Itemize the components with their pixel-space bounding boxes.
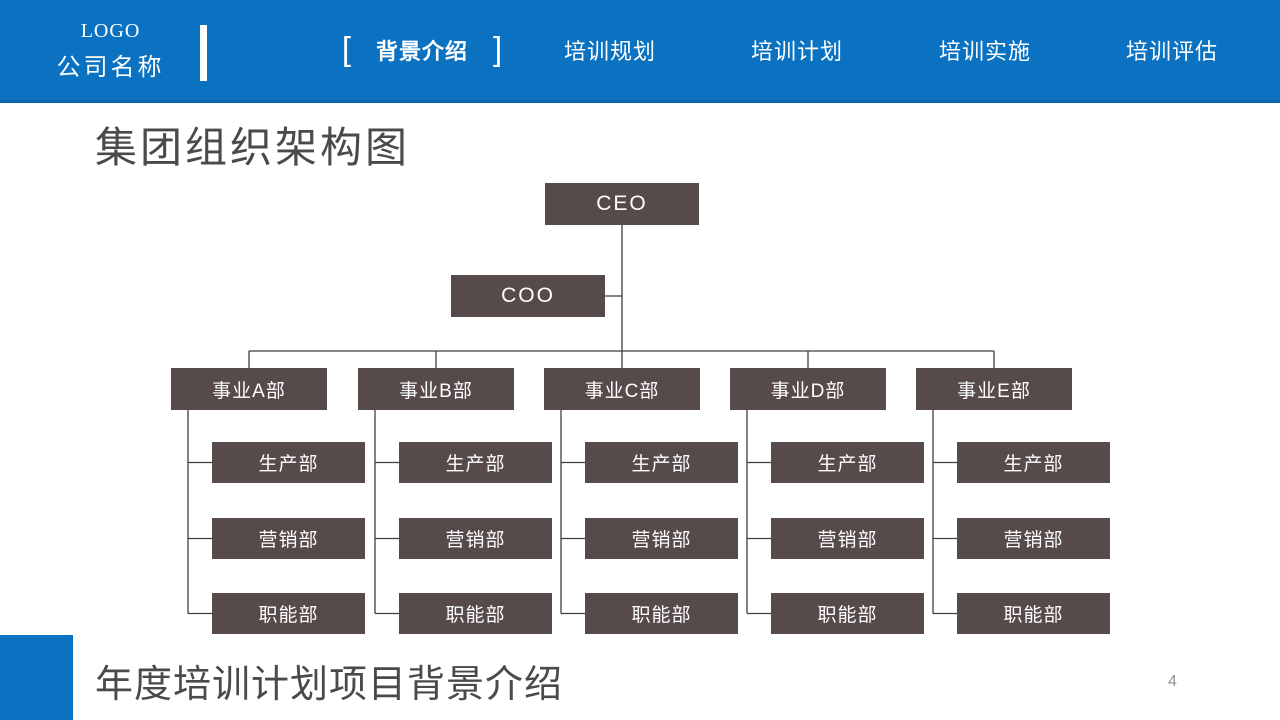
nav-item-1[interactable]: [ 背景介绍]: [342, 0, 502, 100]
org-box-sub-2-1: 生产部: [399, 442, 552, 483]
footer-section-title: 年度培训计划项目背景介绍: [95, 664, 564, 706]
org-box-sub-1-1: 生产部: [212, 442, 365, 483]
org-box-sub-5-2: 营销部: [957, 518, 1110, 559]
nav: [ 背景介绍] 培训规划 培训计划 培训实施 培训评估: [0, 0, 1280, 100]
nav-item-5[interactable]: 培训评估: [1126, 0, 1218, 100]
org-box-sub-5-1: 生产部: [957, 442, 1110, 483]
brand-block: LOGO 公司名称: [38, 20, 183, 82]
nav-item-label: 培训实施: [938, 39, 1032, 64]
org-box-division-4: 事业D部: [730, 368, 886, 410]
org-box-division-5: 事业E部: [916, 368, 1072, 410]
org-box-sub-1-2: 营销部: [212, 518, 365, 559]
org-box-division-2: 事业B部: [358, 368, 514, 410]
nav-item-label: 培训规划: [563, 39, 657, 64]
logo-text: LOGO: [80, 20, 141, 42]
org-box-sub-2-2: 营销部: [399, 518, 552, 559]
footer-accent-square: [0, 635, 73, 720]
nav-item-4[interactable]: 培训实施: [939, 0, 1031, 100]
company-name: 公司名称: [56, 54, 165, 81]
org-box-sub-3-1: 生产部: [585, 442, 738, 483]
org-box-sub-1-3: 职能部: [212, 593, 365, 634]
nav-item-label: 培训计划: [750, 39, 844, 64]
org-box-ceo: CEO: [545, 183, 699, 225]
org-box-sub-4-1: 生产部: [771, 442, 924, 483]
nav-item-label: 培训评估: [1125, 39, 1219, 64]
bracket-right-icon: ]: [493, 29, 503, 67]
page-number: 4: [1168, 673, 1177, 690]
org-box-sub-3-2: 营销部: [585, 518, 738, 559]
org-box-sub-4-3: 职能部: [771, 593, 924, 634]
top-nav-bar: LOGO 公司名称 [ 背景介绍] 培训规划 培训计划 培训实施 培训评估: [0, 0, 1280, 103]
org-box-division-3: 事业C部: [544, 368, 700, 410]
org-box-division-1: 事业A部: [171, 368, 327, 410]
nav-item-3[interactable]: 培训计划: [751, 0, 843, 100]
org-box-sub-2-3: 职能部: [399, 593, 552, 634]
bracket-left-icon: [: [341, 29, 351, 67]
org-box-sub-5-3: 职能部: [957, 593, 1110, 634]
org-box-sub-4-2: 营销部: [771, 518, 924, 559]
header-divider: [200, 25, 207, 81]
nav-item-2[interactable]: 培训规划: [564, 0, 656, 100]
org-box-sub-3-3: 职能部: [585, 593, 738, 634]
nav-item-label: 背景介绍: [375, 39, 469, 64]
org-box-coo: COO: [451, 275, 605, 317]
page-title: 集团组织架构图: [95, 124, 411, 171]
